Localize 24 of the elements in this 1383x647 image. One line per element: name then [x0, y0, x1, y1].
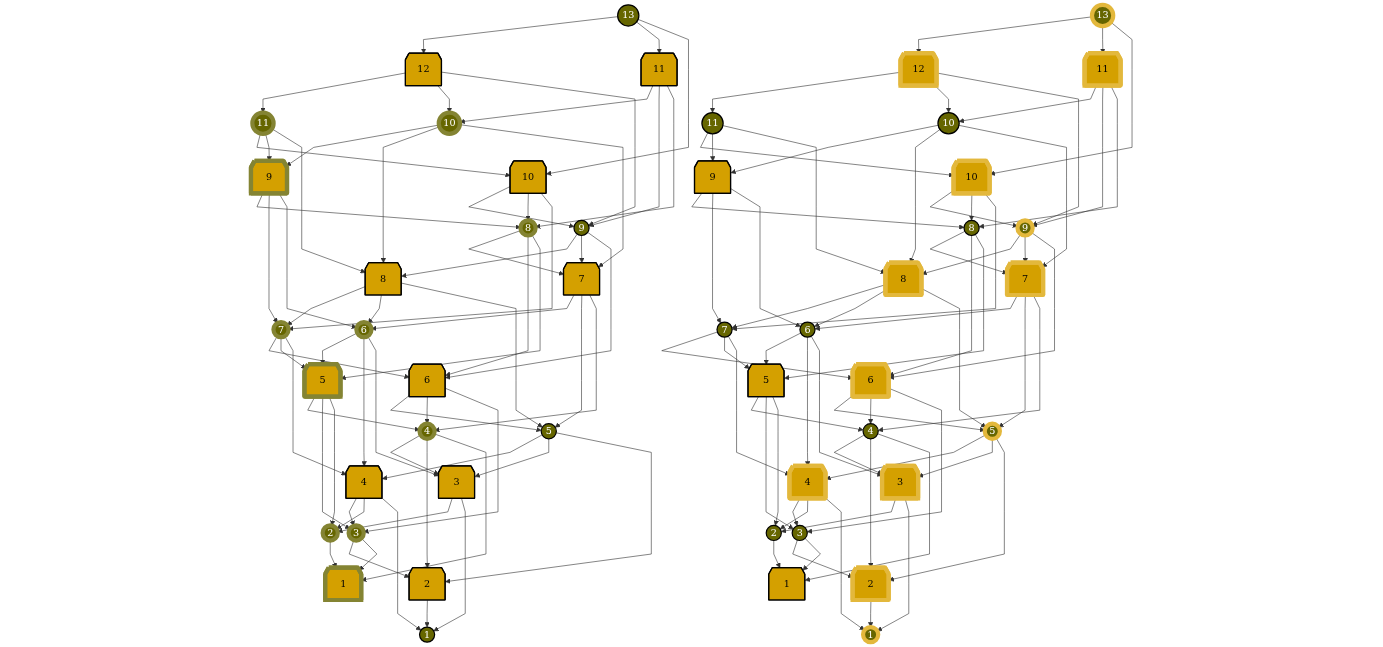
node-circle: 9	[1015, 218, 1035, 238]
node-circle: 4	[862, 423, 879, 440]
node-circle: 9	[573, 219, 590, 237]
node-circle: 5	[982, 421, 1002, 441]
node-circle: 2	[320, 523, 340, 543]
node-circle: 8	[963, 219, 980, 237]
node-circle: 4	[417, 421, 437, 441]
node-circle: 11	[701, 112, 724, 135]
node-circle: 5	[540, 423, 557, 440]
node-circle: 1	[860, 624, 881, 645]
node-circle: 3	[791, 524, 808, 542]
node-circle: 3	[346, 523, 366, 543]
node-circle: 10	[436, 110, 463, 136]
node-circle: 11	[250, 110, 276, 136]
node-circle: 6	[354, 319, 374, 340]
node-circle: 10	[937, 112, 960, 135]
node-circle: 7	[271, 319, 291, 340]
node-circle: 13	[1089, 2, 1116, 29]
node-circle: 2	[765, 524, 782, 542]
node-circle: 6	[799, 321, 816, 338]
node-circle: 7	[716, 321, 733, 338]
node-circle: 1	[418, 626, 436, 643]
node-circle: 13	[617, 4, 640, 27]
node-circle: 8	[518, 218, 538, 238]
